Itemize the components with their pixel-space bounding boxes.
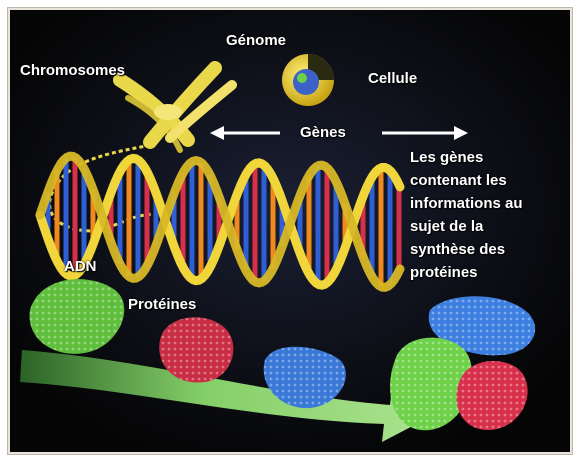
label-cellule: Cellule xyxy=(368,70,417,88)
label-genome: Génome xyxy=(226,32,286,50)
label-genes: Gènes xyxy=(300,124,346,142)
protein-red xyxy=(159,317,233,382)
label-proteines: Protéines xyxy=(128,296,196,314)
diagram-frame: Génome Chromosomes Cellule Gènes Les gèn… xyxy=(8,8,572,454)
label-adn: ADN xyxy=(64,258,97,276)
label-chromosomes: Chromosomes xyxy=(20,62,125,80)
cell-sphere xyxy=(282,54,334,106)
label-genes-description: Les gènes contenant les informations au … xyxy=(410,146,550,284)
